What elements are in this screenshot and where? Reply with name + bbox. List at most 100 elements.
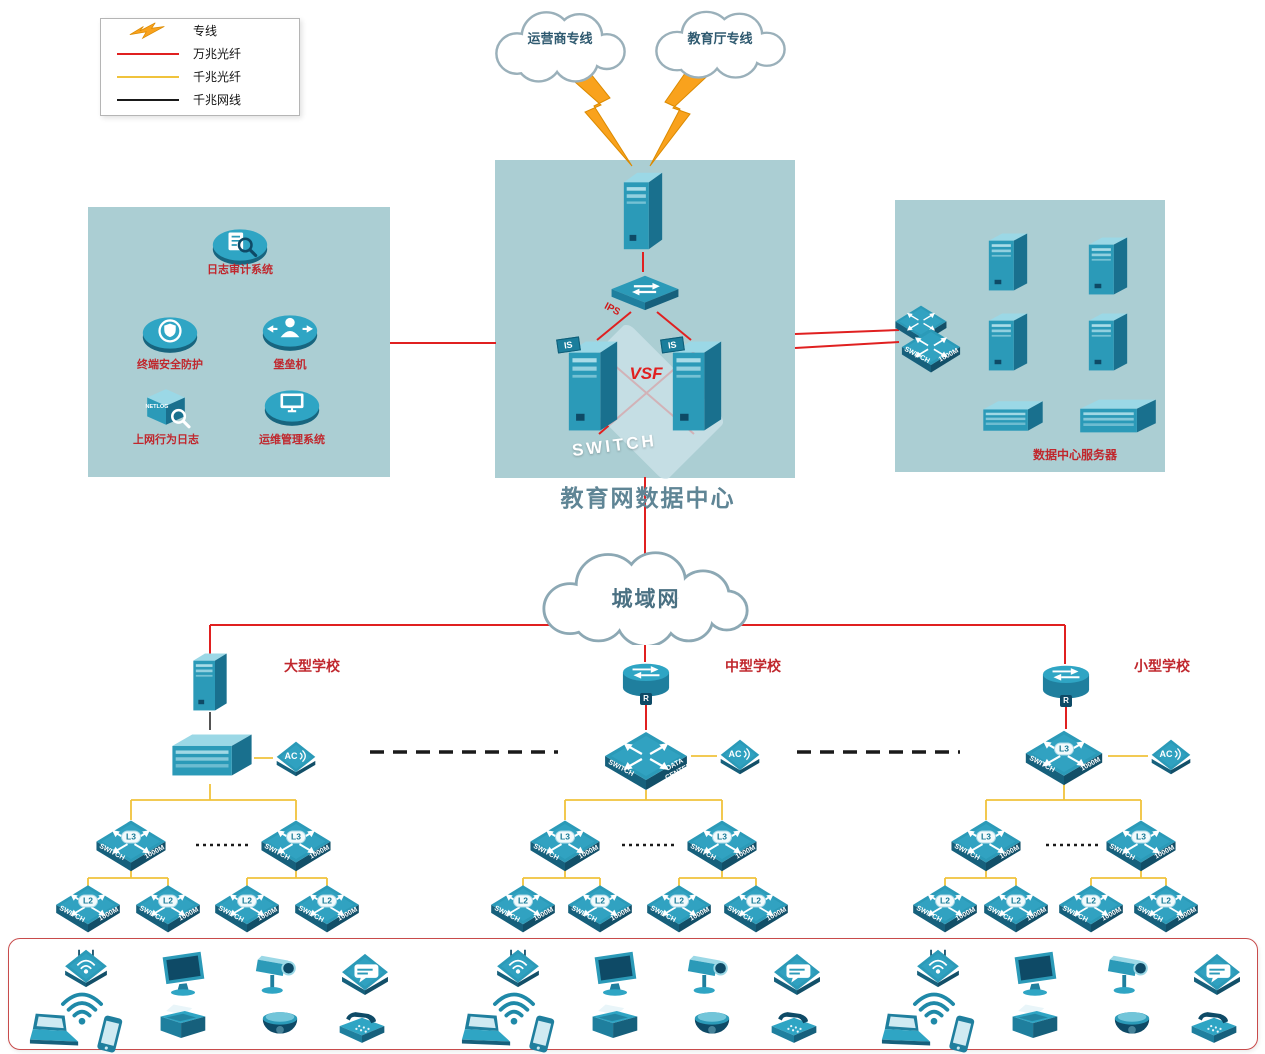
switch-tier-badge: L3: [1131, 830, 1151, 844]
laptop-icon: [460, 1012, 514, 1050]
cctv-camera-icon: [1104, 950, 1156, 1000]
router-badge: R: [1060, 695, 1072, 707]
printer-icon: [587, 1002, 641, 1046]
switch-tier-badge: L2: [1156, 894, 1176, 908]
l2-switch: L2 SWITCH 1000M: [488, 882, 558, 934]
black-line-sample: [109, 98, 187, 101]
l3-switch: L3 SWITCH 1000M: [527, 817, 603, 873]
rack-server-icon: [980, 398, 1046, 434]
switch-tier-badge: L2: [1006, 894, 1026, 908]
cctv-camera-icon: [684, 950, 736, 1000]
switch-tier-badge: L2: [317, 894, 337, 908]
ac-label: AC: [284, 750, 298, 761]
datacenter-server-icon: [1085, 234, 1131, 298]
edu-cloud: 教育厅专线: [642, 4, 798, 80]
datacenter-title: 教育网数据中心: [560, 485, 736, 511]
carrier-cloud: 运营商专线: [482, 4, 638, 84]
core-server-1: IS: [556, 336, 622, 436]
l3-switch: L3 SWITCH 1000M: [684, 817, 760, 873]
l2-switch: L2 SWITCH 1000M: [1056, 882, 1126, 934]
man-cloud: 城域网: [532, 545, 760, 645]
l2-switch: L2 SWITCH 1000M: [212, 882, 282, 934]
legend-row-1g-fiber: 千兆光纤: [101, 65, 299, 88]
large-school-core-device: [168, 730, 256, 780]
switch-tier-badge: L2: [158, 894, 178, 908]
legend-row-dedicated: 专线: [101, 19, 299, 42]
cloud-label: 城域网: [611, 588, 681, 611]
wireless-ap-icon: [63, 948, 109, 988]
switch-tier-badge: L2: [237, 894, 257, 908]
datacenter-server-icon: [1085, 310, 1131, 374]
datacenter-servers-label: 数据中心服务器: [1032, 448, 1117, 462]
switch-tier-badge: L3: [1054, 742, 1074, 756]
smartphone-icon: [946, 1014, 978, 1054]
datacenter-server-icon: [985, 230, 1031, 294]
netlog-badge: NETLOG: [145, 404, 169, 411]
ops-management-label: 运维管理系统: [259, 434, 325, 446]
switch-tier-badge: L2: [1081, 894, 1101, 908]
legend-row-10g: 万兆光纤: [101, 42, 299, 65]
datacenter-server-icon: [985, 310, 1031, 374]
gateway-server: [620, 168, 666, 254]
red-line-sample: [109, 52, 187, 55]
switch-tier-badge: L2: [590, 894, 610, 908]
l2-switch: L2 SWITCH 1000M: [133, 882, 203, 934]
legend-row-1g-cable: 千兆网线: [101, 88, 299, 111]
cloud-label: 运营商专线: [527, 31, 593, 46]
dome-camera-icon: [258, 1006, 302, 1046]
dome-camera-icon: [690, 1006, 734, 1046]
cloud-label: 教育厅专线: [687, 31, 753, 46]
log-audit-label: 日志审计系统: [207, 264, 273, 276]
wireless-ap-icon: [915, 948, 961, 988]
l3-switch: L3 SWITCH 1000M: [258, 817, 334, 873]
large-school-label: 大型学校: [284, 658, 340, 674]
1g-cable-lines: [196, 712, 1100, 847]
smartphone-icon: [94, 1014, 126, 1054]
l2-switch: L2 SWITCH 1000M: [721, 882, 791, 934]
switch-tier-badge: L2: [669, 894, 689, 908]
l3-switch: L3 SWITCH 1000M: [93, 817, 169, 873]
medium-school-core-switch: SWITCH DATA CENTER: [601, 728, 693, 792]
chat-device-icon: [1192, 952, 1242, 996]
lightning-icon: [109, 21, 187, 41]
server-panel-switch: SWITCH 1000M: [899, 326, 963, 374]
wireless-controller: AC: [274, 740, 318, 777]
dome-camera-icon: [1110, 1006, 1154, 1046]
desktop-monitor-icon: [1010, 950, 1060, 998]
ac-label: AC: [1159, 748, 1173, 759]
ips-device: IPS: [602, 270, 684, 318]
l2-switch: L2 SWITCH 1000M: [292, 882, 362, 934]
small-school-core-switch: L3 SWITCH 1000M: [1022, 727, 1106, 787]
wireless-controller: AC: [718, 738, 762, 775]
switch-tier-badge: L2: [513, 894, 533, 908]
medium-school-router: R: [621, 660, 671, 705]
legend: 专线 万兆光纤 千兆光纤 千兆网线: [100, 18, 300, 116]
wireless-ap-icon: [495, 948, 541, 988]
vsf-label: VSF: [629, 364, 663, 383]
switch-tier-badge: L3: [976, 830, 996, 844]
switch-tier-badge: L2: [78, 894, 98, 908]
switch-tier-badge: L3: [712, 830, 732, 844]
l2-switch: L2 SWITCH 1000M: [644, 882, 714, 934]
ac-label: AC: [728, 748, 742, 759]
l2-switch: L2 SWITCH 1000M: [53, 882, 123, 934]
core-server-2: IS: [660, 336, 726, 436]
netlog-label: 上网行为日志: [133, 434, 199, 446]
bastion-host-label: 堡垒机: [273, 359, 307, 371]
telephone-icon: [335, 1006, 389, 1048]
legend-label: 万兆光纤: [193, 47, 242, 61]
yellow-line-sample: [109, 75, 187, 78]
switch-tier-badge: L3: [286, 830, 306, 844]
legend-label: 千兆网线: [193, 93, 242, 107]
small-school-router: R: [1041, 662, 1091, 707]
ops-management-icon: [260, 383, 324, 429]
l3-switch: L3 SWITCH 1000M: [1103, 817, 1179, 873]
printer-icon: [1007, 1002, 1061, 1046]
wireless-controller: AC: [1149, 738, 1193, 775]
desktop-monitor-icon: [590, 950, 640, 998]
switch-tier-badge: L3: [121, 830, 141, 844]
l2-switch: L2 SWITCH 1000M: [981, 882, 1051, 934]
switch-tier-badge: L3: [555, 830, 575, 844]
endpoint-security-icon: [138, 310, 202, 356]
